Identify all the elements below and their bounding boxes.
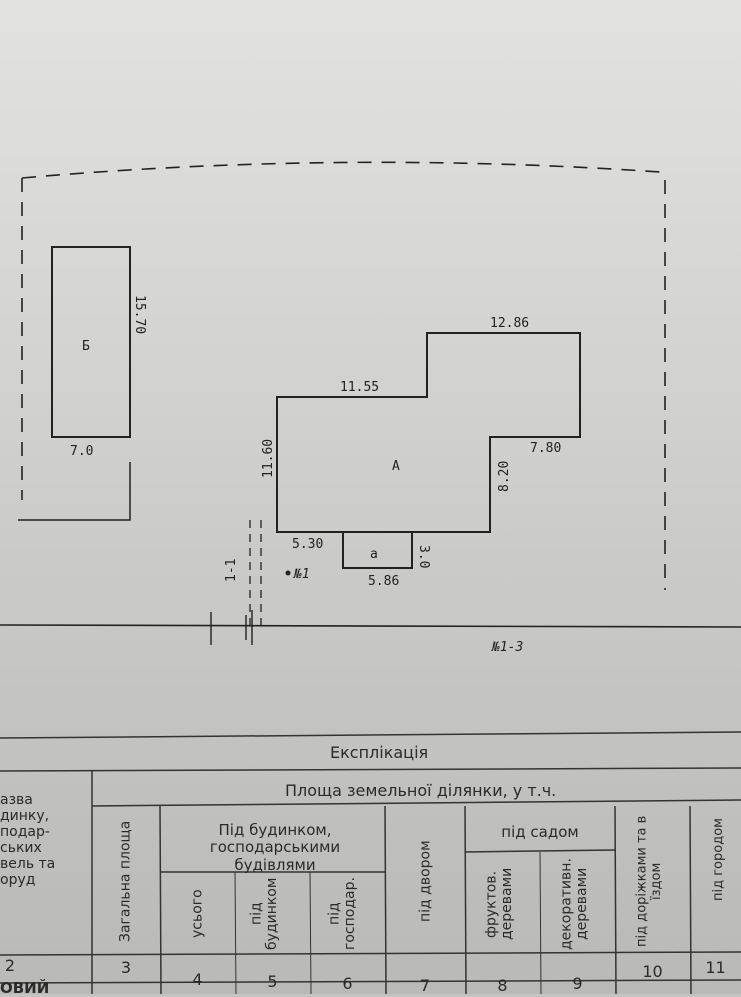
plan-line: [309, 871, 312, 994]
building-a: [276, 332, 581, 533]
col-number: 3: [120, 958, 132, 977]
plan-line: [0, 979, 741, 984]
dim-a-top-right: 12.86: [490, 316, 529, 331]
plan-line: [0, 161, 741, 645]
building-a-label: А: [392, 459, 400, 474]
area-header: Площа земельної ділянки, у т.ч.: [285, 781, 557, 800]
table-title: Експлікація: [330, 743, 429, 762]
plan-line: [464, 849, 616, 853]
annex-a: [342, 531, 413, 569]
dim-a-bottom-left: 5.30: [292, 537, 323, 552]
col-number: 10: [642, 962, 663, 981]
plan-line: [689, 805, 692, 994]
dim-annex-width: 5.86: [368, 574, 399, 589]
col-number: 9: [572, 974, 583, 993]
plan-line: [210, 610, 253, 645]
fence: [18, 462, 131, 521]
dim-a-right: 8.20: [497, 461, 512, 492]
dim-a-step: 7.80: [530, 441, 561, 456]
col-number: 8: [497, 976, 508, 995]
gate-lines: [249, 520, 262, 625]
under-house-header: під будинком: [248, 877, 280, 951]
col-number: 2: [4, 956, 16, 975]
dim-annex-depth: 3.0: [416, 545, 431, 568]
plan-line: [614, 805, 617, 994]
col-number: 6: [342, 974, 353, 993]
plan-line: [0, 731, 741, 739]
fruit-trees-header: фруктов. деревами: [483, 867, 515, 941]
col-number: 5: [267, 972, 278, 991]
plan-line: [0, 951, 741, 956]
vegetable-header: під городом: [710, 818, 726, 902]
boundary-dashed: [21, 161, 666, 590]
plan-line: [91, 799, 741, 807]
plan-line: [0, 767, 741, 772]
under-buildings-header: Під будинком, господарськими будівлями: [209, 821, 341, 874]
under-outbuildings-header: під господар.: [326, 877, 358, 951]
under-garden-header: під садом: [501, 823, 579, 841]
plan-line: [539, 851, 542, 994]
decorative-trees-header: декоративн. деревами: [558, 858, 590, 950]
col-number: 7: [419, 976, 431, 995]
plan-line: [384, 805, 387, 994]
building-b-label: Б: [82, 339, 90, 354]
table-grid: [0, 731, 741, 994]
building-b: [51, 246, 131, 438]
dim-b-width: 7.0: [70, 444, 93, 459]
boundary-line: [0, 624, 741, 628]
boundary-label: №1-3: [490, 640, 523, 655]
total-area-header: Загальна площа: [117, 820, 134, 942]
under-yard-header: під двором: [417, 840, 434, 922]
point-label: №1: [292, 567, 310, 582]
annex-label: а: [370, 547, 378, 562]
point-marker: [285, 570, 291, 576]
gate-label: 1-1: [224, 559, 239, 582]
dim-a-top-left: 11.55: [340, 380, 379, 395]
row1-name: ОВИЙ: [0, 979, 50, 997]
total-header: усього: [189, 889, 206, 939]
col-number: 11: [705, 958, 726, 977]
plan-line: [234, 871, 237, 994]
dim-b-height: 15.70: [132, 295, 147, 334]
col-name-header: азва динку, подар- ських вель та оруд: [0, 792, 56, 889]
plan-line: [464, 805, 467, 994]
dim-a-left: 11.60: [261, 439, 276, 478]
col-number: 4: [192, 970, 203, 989]
paths-header: під доріжками та в їздом: [634, 815, 664, 947]
plan-line: [159, 805, 162, 994]
